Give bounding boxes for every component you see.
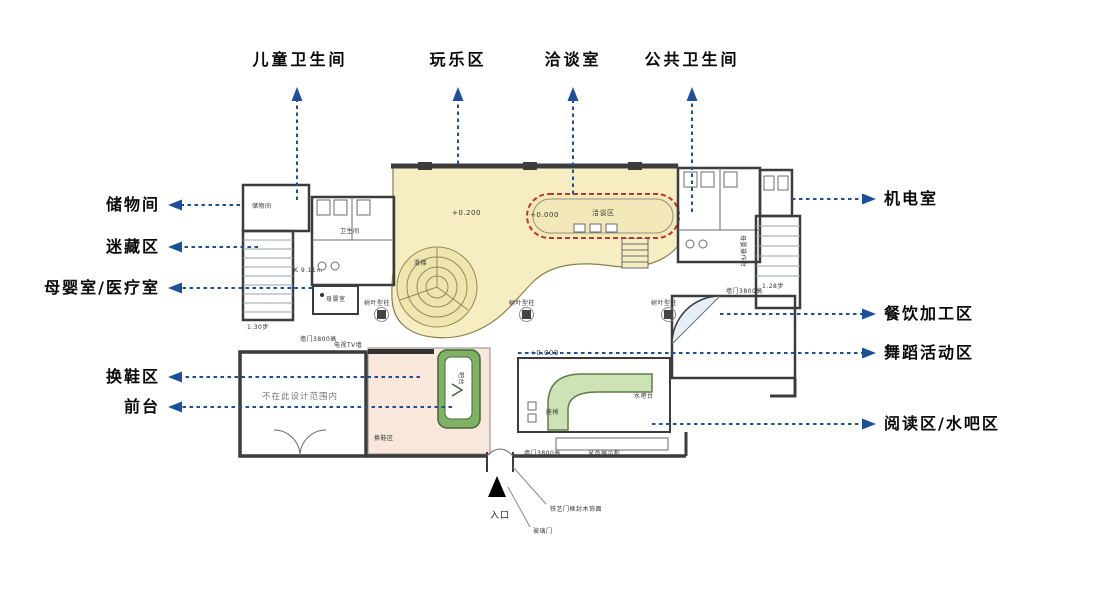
plan-annotation: +0.000 [530, 349, 559, 357]
label-public-bathroom: 公共卫生间 [644, 50, 740, 69]
plan-annotation: 墙门3800高 [524, 449, 561, 457]
callout-arrows [168, 87, 876, 430]
label-children-bathroom: 儿童卫生间 [252, 50, 348, 69]
meeting-room: +0.000 洽谈区 [526, 193, 680, 239]
plan-annotation: 储物间 [252, 202, 272, 210]
plan-annotation: 吧台 [457, 372, 465, 385]
label-reading-waterbar: 阅读区/水吧区 [884, 414, 1000, 433]
plan-annotation: 墙门3800高 [726, 287, 763, 295]
arrow-public-bathroom [686, 87, 698, 212]
tv-wall [368, 349, 434, 354]
plan-annotation: 1.28步 [762, 282, 784, 290]
label-storage: 储物间 [105, 195, 160, 214]
left-stairs: 1.30步 K 9.11㎡ [241, 229, 323, 331]
plan-annotation: 座椅 [546, 408, 559, 416]
children-bathroom: 卫生间 [310, 195, 396, 287]
mech-room [758, 168, 794, 218]
plan-annotation: 树叶型柱 [364, 299, 390, 307]
plan-annotation: 不在此设计范围内 [262, 391, 338, 402]
public-bathroom: 母婴操作台 [676, 166, 762, 268]
leaf-columns: 树叶型柱 树叶型柱 树叶型柱 [364, 299, 677, 322]
arrow-reading-waterbar [652, 418, 876, 430]
arrow-shoe-area [168, 371, 420, 383]
plan-annotation: 1.30步 [247, 323, 269, 331]
display-cabinet [555, 437, 669, 451]
plan-annotation: 母婴操作台 [739, 235, 747, 268]
arrow-storage [168, 199, 240, 211]
plan-annotation: 电视TV墙 [334, 341, 362, 349]
plan-annotation: 树叶型柱 [509, 299, 535, 307]
plan-annotation: 树叶型柱 [651, 299, 677, 307]
plan-annotation: 母婴室 [326, 295, 346, 303]
arrow-front-desk [168, 401, 452, 413]
plan-annotation: 采品展示柜 [588, 449, 621, 457]
label-nursing-medical: 母婴室/医疗室 [44, 278, 160, 297]
out-of-scope-room: 不在此设计范围内 [238, 350, 368, 458]
plan-annotation: 洽谈区 [592, 208, 615, 217]
entrance-arrow-icon [488, 476, 506, 497]
arrow-meeting-room [567, 87, 579, 194]
front-desk: 吧台 [437, 349, 481, 429]
play-area: 滑梯 +0.200 [391, 162, 679, 339]
label-mech-room: 机电室 [884, 189, 939, 208]
plan-annotation: +0.000 [530, 211, 559, 219]
storage-room: 储物间 [241, 183, 311, 233]
plan-annotation: 滑梯 [414, 259, 427, 267]
plan-annotation: 墙门3800高 [300, 335, 337, 343]
right-stairs: 1.28步 墙门3800高 [726, 214, 802, 310]
label-hide-area: 迷藏区 [105, 237, 160, 256]
reading-water-bar: 座椅 水吧台 采品展示柜 墙门3800高 +0.000 [517, 349, 671, 457]
plan-annotation: 卫生间 [340, 227, 360, 235]
plan-annotation: 换鞋区 [374, 434, 394, 442]
arrow-hide-area [168, 241, 258, 253]
arrow-food-prep [720, 308, 876, 320]
arrow-nursing-medical [168, 282, 312, 294]
spiral-slide: 滑梯 [396, 246, 478, 328]
door-frame-note: 铁艺门框封木饰面 [550, 505, 602, 513]
plan-annotation: K 9.11㎡ [294, 266, 323, 274]
water-bar-counter [547, 373, 653, 431]
label-play-area: 玩乐区 [429, 50, 487, 69]
entrance-label: 入口 [490, 510, 510, 521]
label-front-desk: 前台 [123, 397, 160, 416]
label-meeting-room: 洽谈室 [544, 50, 602, 69]
plan-annotation: 水吧台 [634, 392, 654, 400]
play-stair [621, 237, 649, 269]
glass-door-note: 玻璃门 [533, 527, 553, 535]
entrance: 入口 铁艺门框封木饰面 玻璃门 [366, 378, 797, 535]
dance-area [670, 294, 797, 380]
arrow-mech-room [792, 193, 876, 205]
label-dance-area: 舞蹈活动区 [884, 343, 975, 362]
nursing-room: 母婴室 [312, 285, 359, 315]
plan-annotation: +0.200 [452, 209, 481, 217]
label-food-prep: 餐饮加工区 [884, 304, 975, 323]
arrow-play-area [452, 87, 464, 164]
label-shoe-area: 换鞋区 [105, 367, 160, 386]
arrow-dance-area [518, 347, 876, 359]
arrow-children-bathroom [291, 87, 303, 200]
